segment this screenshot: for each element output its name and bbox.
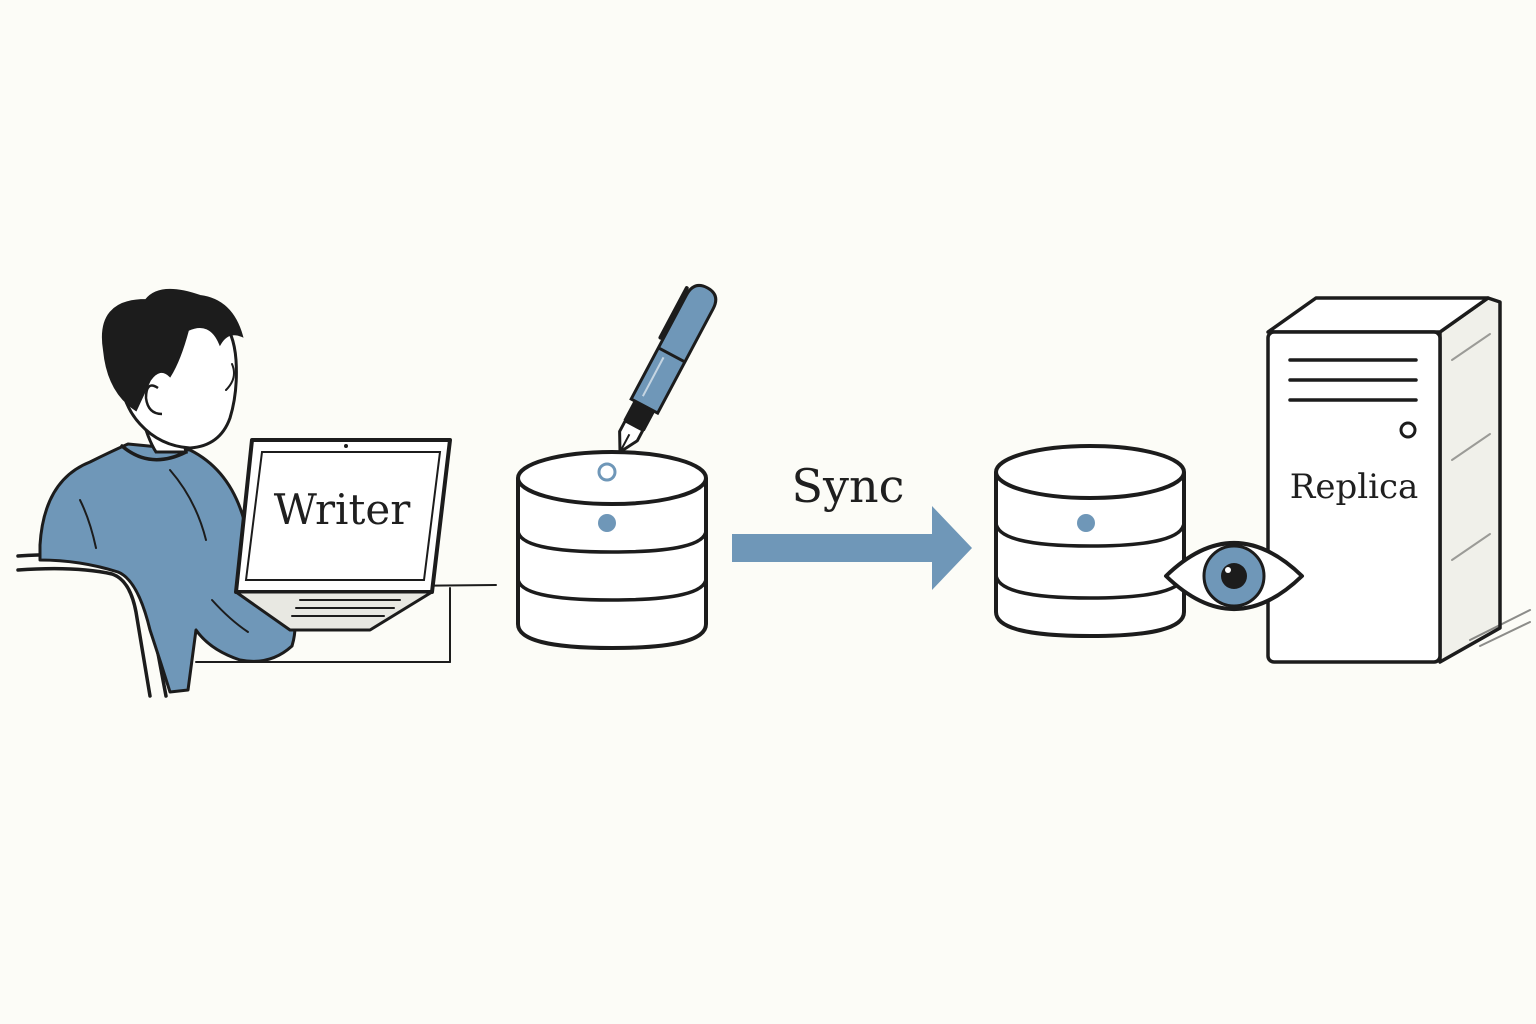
writer-label: Writer xyxy=(274,485,412,534)
write-point xyxy=(597,462,617,482)
server-tower-icon: Replica xyxy=(1266,296,1531,664)
db-indicator-dot xyxy=(598,514,616,532)
db-indicator-dot xyxy=(1077,514,1095,532)
fountain-pen-icon xyxy=(618,283,718,454)
laptop xyxy=(234,438,452,632)
replica-label: Replica xyxy=(1290,467,1419,507)
sync-label: Sync xyxy=(792,459,905,513)
primary-database-icon xyxy=(516,450,708,651)
arrow-right-icon xyxy=(732,506,972,590)
replica-database-icon xyxy=(994,444,1186,639)
sync-arrow: Sync xyxy=(732,459,972,590)
eye-icon xyxy=(1164,541,1304,611)
writer-scene: Writer xyxy=(16,289,497,698)
